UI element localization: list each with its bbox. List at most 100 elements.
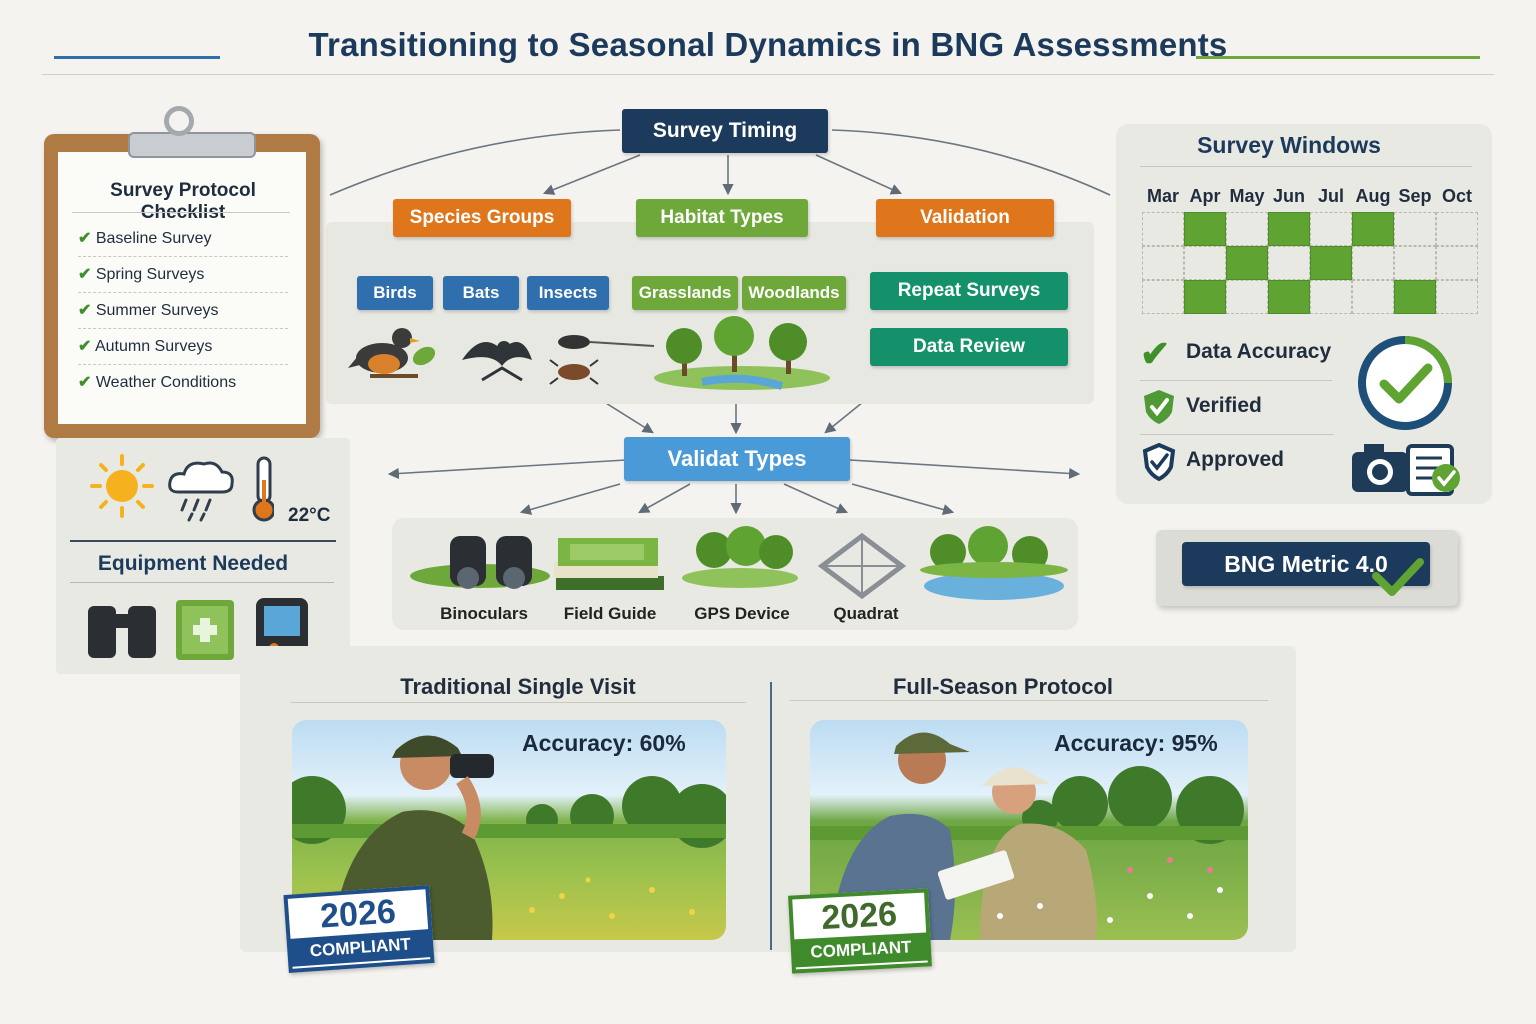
traditional-compliance-stamp: 2026 COMPLIANT [283, 885, 435, 973]
clipboard-ring [164, 106, 194, 136]
month-label: Sep [1398, 186, 1432, 206]
checklist-item-label: Weather Conditions [95, 374, 237, 391]
checklist-sheet [58, 152, 306, 424]
calendar-cell [1352, 246, 1394, 280]
checklist-item-label: Summer Surveys [95, 302, 219, 319]
equipment-illustrations [410, 526, 1068, 600]
data-review-node: Data Review [870, 328, 1068, 366]
month-label: Jun [1272, 186, 1305, 206]
shield-icon [1142, 442, 1176, 482]
check-icon: ✔ [78, 230, 92, 247]
field-guide-icon [176, 600, 234, 660]
calendar-cell [1436, 212, 1478, 246]
checklist-item-label: Baseline Survey [95, 230, 212, 247]
calendar-cell [1142, 246, 1184, 280]
calendar-cell [1310, 212, 1352, 246]
calendar-cell [1394, 246, 1436, 280]
calendar-cell [1310, 280, 1352, 314]
equipment-divider-bottom [70, 582, 334, 583]
month-label: Aug [1355, 186, 1391, 206]
grasslands-node: Grasslands [632, 276, 738, 310]
species-illustrations [348, 316, 830, 390]
survey-windows-divider [1140, 166, 1472, 167]
calendar-cell [1436, 246, 1478, 280]
binoculars-icon [88, 606, 156, 658]
survey-windows-panel [1116, 124, 1492, 504]
checklist-item: ✔ Autumn Surveys [78, 336, 288, 356]
sun-icon [90, 454, 154, 518]
traditional-title: Traditional Single Visit [400, 674, 636, 699]
check-icon: ✔ [78, 374, 92, 391]
check-icon: ✔ [78, 266, 92, 283]
species-groups-node: Species Groups [393, 199, 571, 237]
check-icon: ✔ [1140, 333, 1171, 374]
calendar-cell-active [1268, 212, 1310, 246]
thermometer-icon [252, 456, 274, 522]
stamp-text: COMPLIANT [792, 932, 930, 968]
gps-device-caption: GPS Device [694, 604, 790, 623]
title-rule-right [1196, 56, 1480, 59]
month-label: Oct [1441, 186, 1472, 206]
quadrat-icon [817, 532, 907, 600]
rain-cloud-icon [168, 461, 234, 522]
check-icon: ✔ [78, 338, 92, 355]
repeat-surveys-node: Repeat Surveys [870, 272, 1068, 310]
calendar-cell-active [1184, 212, 1226, 246]
checklist-divider [78, 364, 288, 365]
calendar-cell-active [1352, 212, 1394, 246]
title-rule-left [54, 56, 220, 59]
calendar-cell [1184, 246, 1226, 280]
calendar-cell [1226, 280, 1268, 314]
gps-device-icon [682, 526, 798, 588]
calendar-cell [1142, 280, 1184, 314]
insects-node: Insects [527, 276, 609, 310]
bat-icon [462, 341, 532, 382]
shield-check-icon [1144, 390, 1174, 424]
checklist-divider [78, 256, 288, 257]
calendar-cell [1268, 246, 1310, 280]
traditional-accuracy: Accuracy: 60% [522, 730, 686, 756]
approved-label: Approved [1186, 448, 1285, 471]
calendar-cell-active [1268, 280, 1310, 314]
status-divider [1140, 434, 1334, 435]
bats-node: Bats [443, 276, 519, 310]
calendar-cell [1352, 280, 1394, 314]
wetland-icon [920, 526, 1068, 600]
checklist-item: ✔ Summer Surveys [78, 300, 288, 320]
checklist-divider [78, 292, 288, 293]
month-label: Apr [1189, 186, 1221, 206]
calendar-cell [1394, 212, 1436, 246]
equipment-needed-title: Equipment Needed [97, 552, 289, 575]
calendar-cell [1142, 212, 1184, 246]
page-title: Transitioning to Seasonal Dynamics in BN… [308, 26, 1228, 63]
checklist-item: ✔ Weather Conditions [78, 372, 288, 392]
calendar-cell [1226, 212, 1268, 246]
calendar-cell-active [1310, 246, 1352, 280]
field-guide-icon [554, 538, 664, 590]
habitat-types-node: Habitat Types [636, 199, 808, 237]
calendar-cell-active [1226, 246, 1268, 280]
full-season-title: Full-Season Protocol [892, 674, 1114, 699]
stamp-year: 2026 [820, 895, 898, 937]
calendar-cell-active [1184, 280, 1226, 314]
calendar-cell-active [1394, 280, 1436, 314]
survey-calendar [1142, 212, 1478, 316]
bird-icon [348, 328, 436, 378]
birds-node: Birds [357, 276, 433, 310]
clipboard-clip [128, 132, 256, 158]
month-label: Mar [1146, 186, 1179, 206]
checklist-divider [72, 212, 290, 213]
title-divider [42, 74, 1494, 75]
month-label: May [1229, 186, 1265, 206]
woodland-icon [654, 316, 830, 390]
checklist-item: ✔ Spring Surveys [78, 264, 288, 284]
temperature-readout: 22°C [288, 505, 331, 526]
data-accuracy-label: Data Accuracy [1186, 340, 1332, 363]
validation-node: Validation [876, 199, 1054, 237]
weather-icons [90, 454, 274, 522]
checklist-item-label: Autumn Surveys [94, 338, 213, 355]
checklist-item: ✔ Baseline Survey [78, 228, 288, 248]
insect-icon [549, 335, 655, 385]
bng-metric-badge: BNG Metric 4.0 [1182, 542, 1430, 586]
